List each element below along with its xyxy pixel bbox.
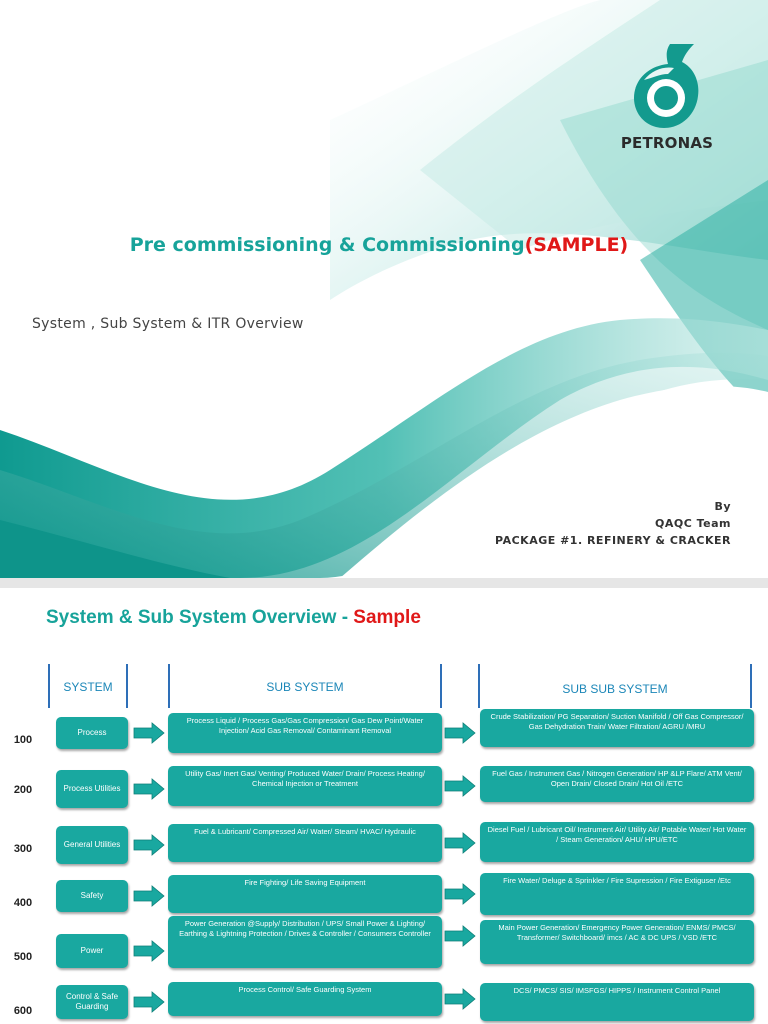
cover-title-main: Pre commissioning & Commissioning — [129, 234, 525, 256]
sub-system-box: Fuel & Lubricant/ Compressed Air/ Water/… — [168, 824, 442, 862]
petronas-emblem-icon — [634, 44, 699, 128]
sub-system-box: Power Generation @Supply/ Distribution /… — [168, 916, 442, 968]
sub-sub-system-box: DCS/ PMCS/ SIS/ IMSFGS/ HIPPS / Instrume… — [480, 983, 754, 1021]
row-number: 200 — [13, 784, 33, 796]
arrow-right-icon — [444, 988, 476, 1010]
row-number: 600 — [13, 1005, 33, 1017]
sub-sub-system-box: Main Power Generation/ Emergency Power G… — [480, 920, 754, 964]
petronas-logo: PETRONAS — [608, 40, 726, 152]
author: QAQC Team — [654, 517, 731, 530]
arrow-right-icon — [133, 940, 165, 962]
cover-subtitle: System , Sub System & ITR Overview — [32, 316, 304, 332]
brand-name: PETRONAS — [620, 134, 714, 152]
arrow-right-icon — [133, 991, 165, 1013]
arrow-right-icon — [444, 883, 476, 905]
sub-sub-system-box: Diesel Fuel / Lubricant Oil/ Instrument … — [480, 822, 754, 862]
system-box: Power — [56, 934, 128, 968]
header-sub-sub-system: SUB SUB SYSTEM — [478, 664, 752, 708]
credits: By QAQC Team PACKAGE #1. REFINERY & CRAC… — [495, 498, 731, 549]
arrow-right-icon — [133, 834, 165, 856]
overview-title-main: System & Sub System Overview - — [46, 607, 354, 628]
arrow-right-icon — [444, 722, 476, 744]
row-number: 300 — [13, 843, 33, 855]
header-system-label: SYSTEM — [63, 680, 113, 694]
row-number: 100 — [13, 734, 33, 746]
header-system: SYSTEM — [48, 664, 128, 708]
cover-title: Pre commissioning & Commissioning(SAMPLE… — [0, 234, 758, 256]
sub-sub-system-box: Crude Stabilization/ PG Separation/ Suct… — [480, 709, 754, 747]
sub-sub-system-box: Fuel Gas / Instrument Gas / Nitrogen Gen… — [480, 766, 754, 802]
system-box: Process Utilities — [56, 770, 128, 808]
arrow-right-icon — [133, 722, 165, 744]
overview-slide: System & Sub System Overview - Sample SY… — [0, 588, 768, 1024]
header-sub-sub-system-label: SUB SUB SYSTEM — [562, 682, 668, 696]
overview-title: System & Sub System Overview - Sample — [46, 607, 421, 629]
cover-slide: PETRONAS Pre commissioning & Commissioni… — [0, 0, 768, 578]
by-label: By — [714, 500, 731, 513]
overview-title-highlight: Sample — [353, 607, 421, 628]
arrow-right-icon — [444, 925, 476, 947]
header-sub-system-label: SUB SYSTEM — [266, 680, 344, 694]
row-number: 500 — [13, 951, 33, 963]
cover-title-highlight: (SAMPLE) — [524, 234, 629, 256]
arrow-right-icon — [444, 775, 476, 797]
sub-system-box: Fire Fighting/ Life Saving Equipment — [168, 875, 442, 913]
arrow-right-icon — [444, 832, 476, 854]
sub-sub-system-box: Fire Water/ Deluge & Sprinkler / Fire Su… — [480, 873, 754, 915]
system-box: Control & Safe Guarding — [56, 985, 128, 1019]
system-box: Process — [56, 717, 128, 749]
sub-system-box: Process Control/ Safe Guarding System — [168, 982, 442, 1016]
sub-system-box: Utility Gas/ Inert Gas/ Venting/ Produce… — [168, 766, 442, 806]
slide-divider — [0, 578, 768, 588]
package-label: PACKAGE #1. REFINERY & CRACKER — [495, 534, 731, 547]
sub-system-box: Process Liquid / Process Gas/Gas Compres… — [168, 713, 442, 753]
arrow-right-icon — [133, 885, 165, 907]
system-box: Safety — [56, 880, 128, 912]
arrow-right-icon — [133, 778, 165, 800]
header-sub-system: SUB SYSTEM — [168, 664, 442, 708]
row-number: 400 — [13, 897, 33, 909]
system-box: General Utilities — [56, 826, 128, 864]
